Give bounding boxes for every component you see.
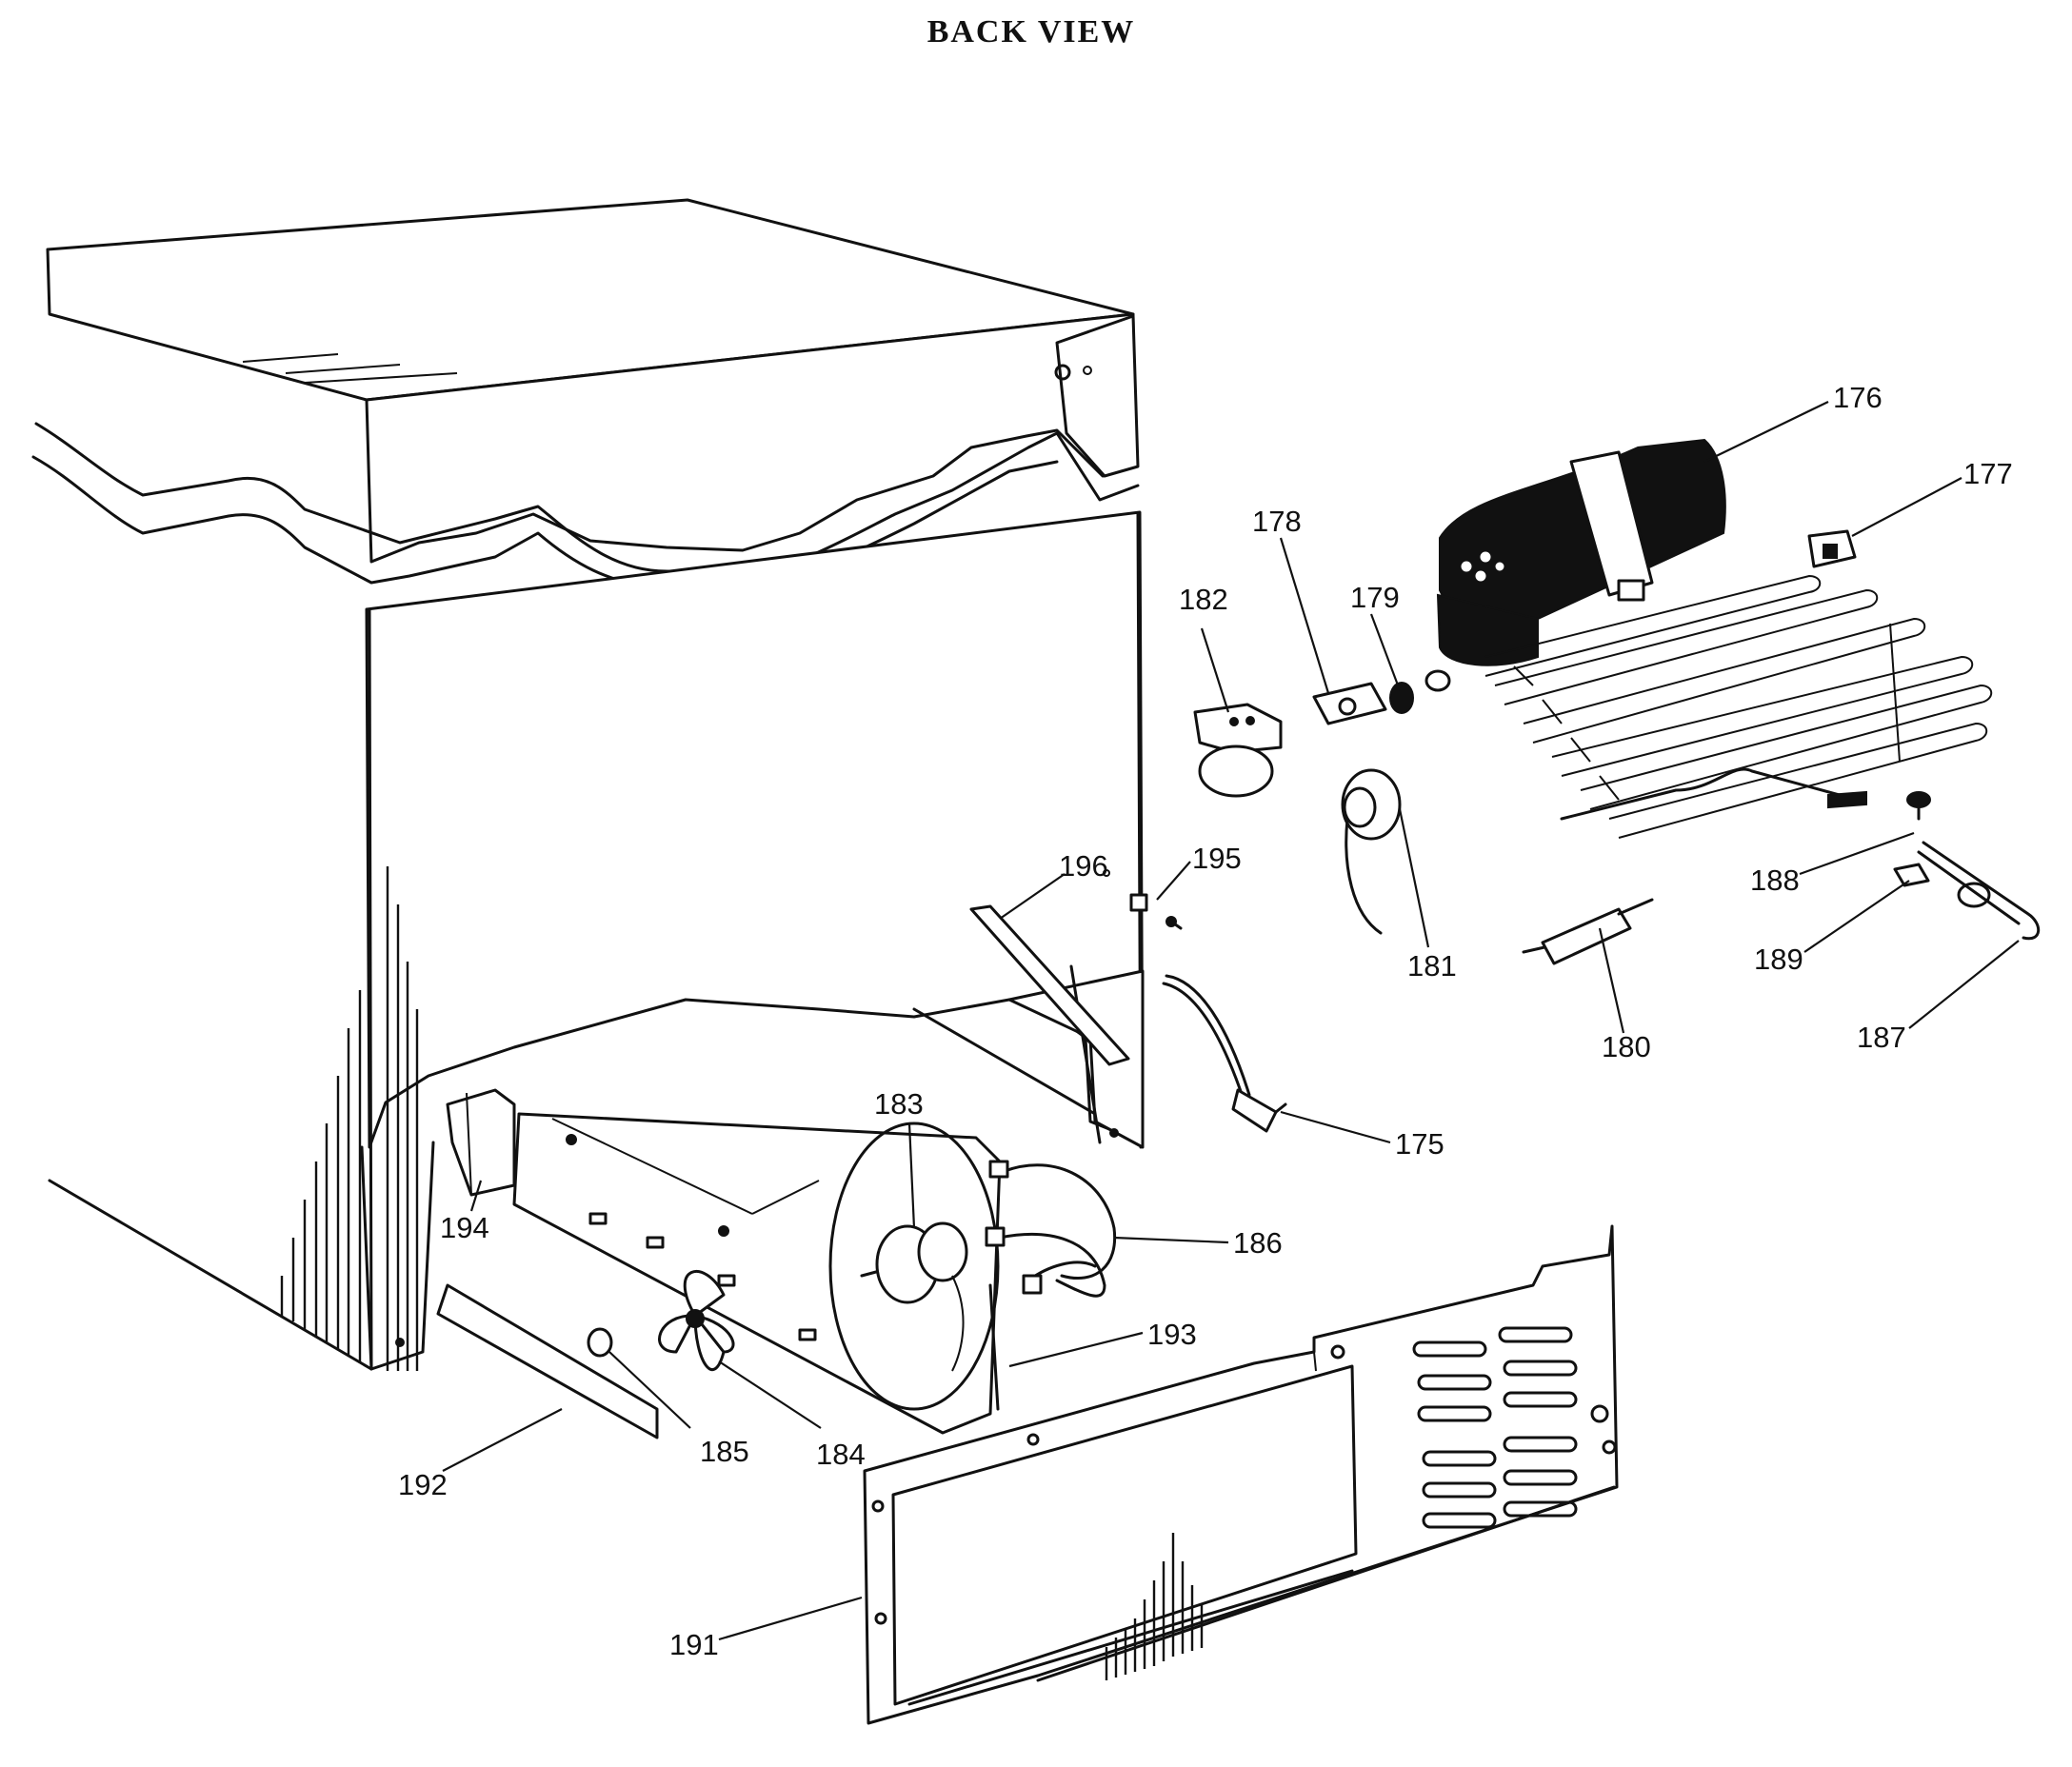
- callout-180: 180: [1602, 1030, 1651, 1063]
- part-192-strip: [436, 1283, 659, 1439]
- part-175-power-cord: [1162, 974, 1287, 1133]
- callout-189: 189: [1754, 943, 1803, 976]
- part-194-bracket: [446, 1088, 516, 1197]
- callout-186: 186: [1233, 1226, 1283, 1260]
- callout-185: 185: [700, 1435, 749, 1468]
- part-188-screw: [1906, 791, 1931, 821]
- part-179-grommet: [1389, 682, 1414, 714]
- callout-labels: 176 177 178 179 182 196 195 181 188 189 …: [398, 381, 2013, 1661]
- callout-178: 178: [1252, 505, 1302, 538]
- part-187-tube: [1917, 841, 2041, 941]
- callout-176: 176: [1833, 381, 1883, 414]
- part-186-wire-harness: [985, 1160, 1117, 1298]
- part-181-overload: [1341, 768, 1402, 935]
- callout-184: 184: [816, 1438, 866, 1471]
- callout-183: 183: [874, 1087, 924, 1121]
- part-185-nut: [587, 1327, 613, 1358]
- callout-193: 193: [1147, 1318, 1197, 1351]
- callout-195: 195: [1192, 842, 1242, 875]
- callout-182: 182: [1179, 583, 1228, 616]
- part-193-fan-shroud: [512, 1112, 1002, 1435]
- part-176-compressor: [1424, 438, 1993, 839]
- callout-192: 192: [398, 1468, 448, 1501]
- callout-194: 194: [440, 1211, 489, 1244]
- part-182-relay: [1193, 703, 1283, 798]
- callout-187: 187: [1857, 1021, 1906, 1054]
- part-195-screw: [1129, 893, 1183, 930]
- callout-177: 177: [1963, 457, 2013, 490]
- callout-175: 175: [1395, 1127, 1444, 1161]
- part-184-fan-blade: [658, 1270, 735, 1372]
- part-196-brace: [969, 869, 1130, 1066]
- callout-181: 181: [1407, 949, 1457, 983]
- part-180-drier: [1522, 898, 1654, 965]
- part-178-bracket: [1312, 682, 1387, 725]
- callout-179: 179: [1350, 581, 1400, 614]
- callout-191: 191: [669, 1628, 719, 1661]
- part-183-fan-motor: [860, 1221, 968, 1372]
- part-177-clip: [1807, 529, 1857, 568]
- part-191-back-panel: [863, 1224, 1619, 1725]
- part-189-clip: [1893, 863, 1930, 887]
- callout-188: 188: [1750, 864, 1800, 897]
- cabinet-body: [31, 198, 1145, 1371]
- callout-196: 196: [1059, 849, 1108, 883]
- callout-leaders: [442, 401, 2020, 1641]
- diagram-title: BACK VIEW: [927, 14, 1136, 50]
